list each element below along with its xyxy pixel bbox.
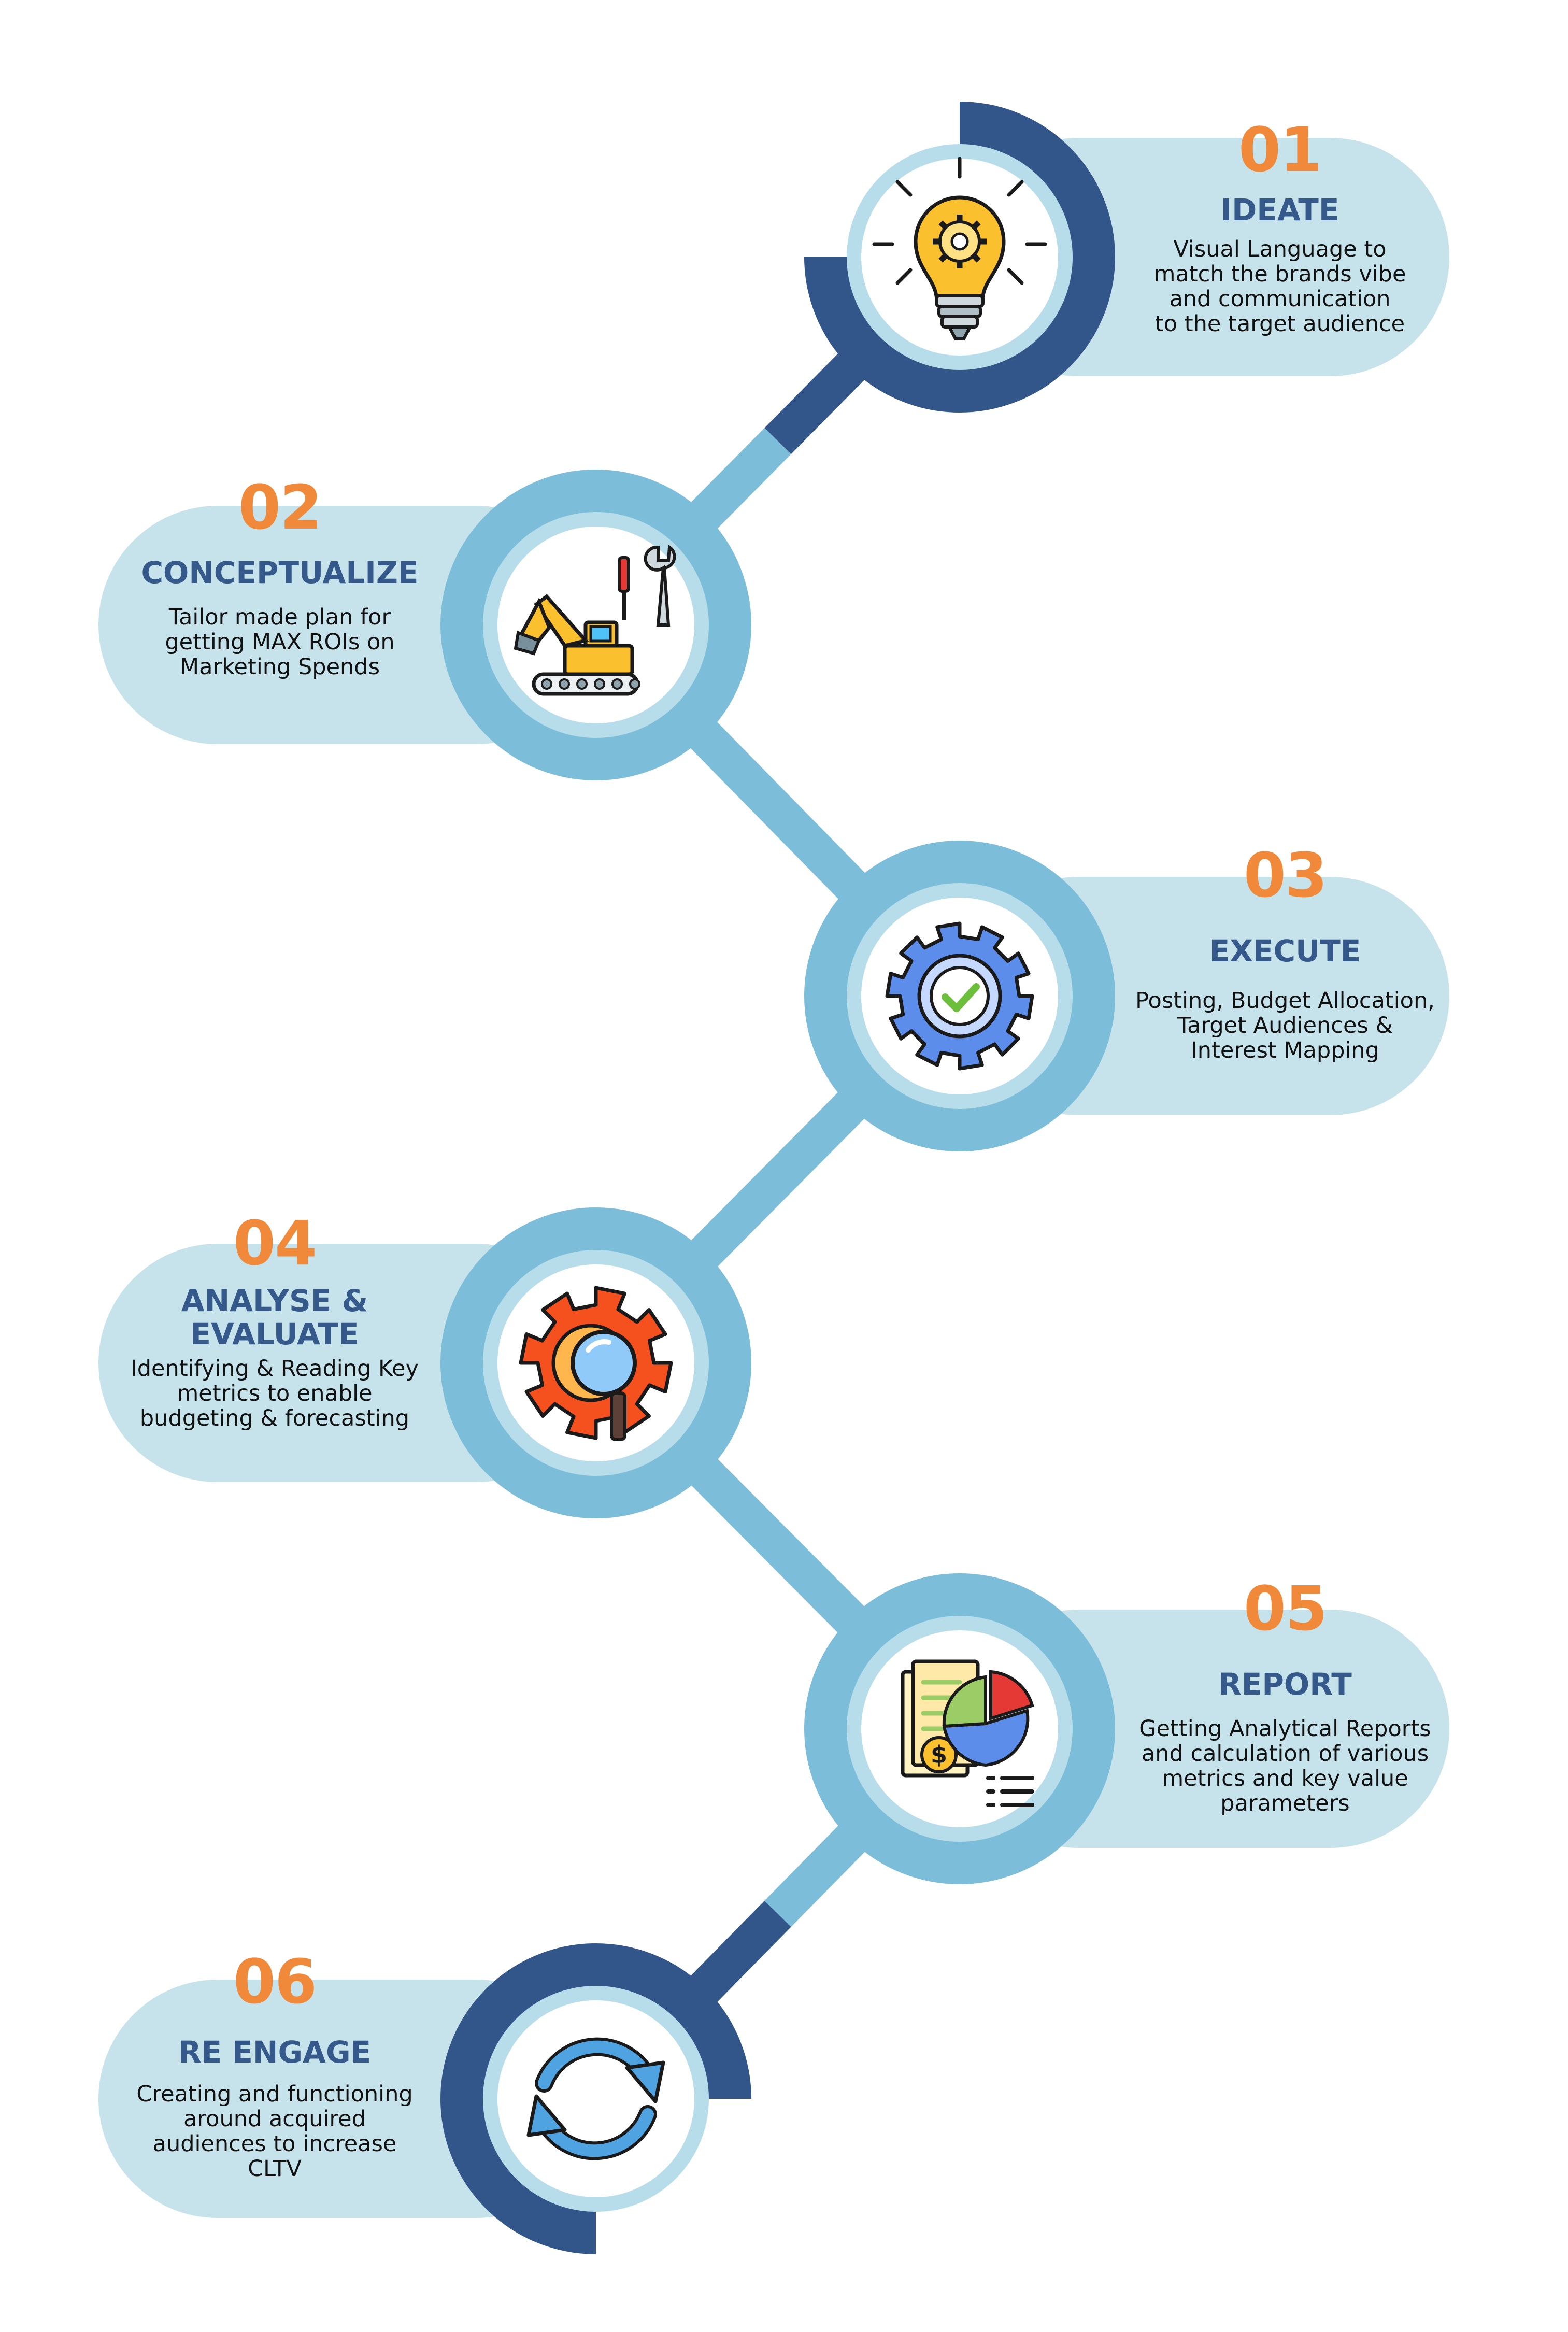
connector-1-2-a [764,347,871,454]
step-ring-02 [440,470,751,780]
cycle-arrows-icon [526,2037,665,2160]
step-ring-04 [440,1207,751,1518]
step-number: 02 [238,472,321,543]
step-description-line: Target Audiences & [1177,1013,1393,1039]
step-description-line: getting MAX ROIs on [165,629,394,655]
connector-5-6-b [684,1900,791,2009]
step-description-line: and communication [1169,286,1390,312]
lightbulb-gear-icon [872,157,1047,340]
svg-text:$: $ [931,1741,947,1769]
step-description-line: Visual Language to [1173,236,1386,262]
step-description-line: metrics to enable [177,1381,372,1406]
connector-5-6-a [764,1819,872,1927]
step-ring-06 [440,1943,751,2254]
connector-3-4 [685,1086,871,1273]
step-title: EXECUTE [1209,933,1361,969]
step-number: 06 [233,1946,316,2017]
step-ring-01 [804,102,1115,413]
step-number: 03 [1244,840,1327,911]
step-number: 01 [1238,114,1321,186]
step-number: 04 [233,1207,316,1279]
step-description-line: metrics and key value [1162,1766,1408,1791]
step-description-line: parameters [1220,1790,1349,1816]
step-description-line: Identifying & Reading Key [131,1356,419,1382]
step-description-line: around acquired [183,2106,366,2132]
step-text-06: 06 RE ENGAGE Creating and functioningaroun… [136,1946,412,2182]
step-description-line: audiences to increase [153,2131,397,2157]
step-description-line: CLTV [248,2156,302,2182]
step-description-line: Posting, Budget Allocation, [1135,988,1435,1014]
step-description-line: Marketing Spends [180,654,380,680]
step-title: REPORT [1218,1667,1352,1702]
step-description-line: match the brands vibe [1154,261,1406,287]
step-ring-05: $ [804,1573,1115,1884]
step-description-line: Getting Analytical Reports [1139,1716,1431,1742]
step-description-line: Creating and functioning [136,2081,412,2107]
connectors [684,347,872,2009]
step-description-line: and calculation of various [1142,1741,1429,1767]
connector-1-2-b [685,428,791,535]
step-description-line: budgeting & forecasting [140,1405,409,1431]
connector-4-5 [685,1453,871,1639]
step-rings: $ [440,102,1115,2254]
step-title: EVALUATE [190,1316,359,1352]
step-title: IDEATE [1221,192,1339,227]
step-description-line: Tailor made plan for [168,604,391,630]
report-chart-icon: $ [901,1659,1034,1807]
gear-magnifier-icon [519,1286,673,1441]
gear-check-icon [885,921,1034,1071]
step-description-line: to the target audience [1155,311,1405,337]
step-ring-03 [804,841,1115,1151]
step-title: CONCEPTUALIZE [141,555,418,590]
step-title: RE ENGAGE [178,2035,371,2070]
step-title: ANALYSE & [181,1283,368,1318]
step-number: 05 [1244,1573,1327,1644]
connector-2-3 [684,715,872,906]
step-description-line: Interest Mapping [1191,1037,1379,1063]
excavator-tools-icon [514,544,676,696]
